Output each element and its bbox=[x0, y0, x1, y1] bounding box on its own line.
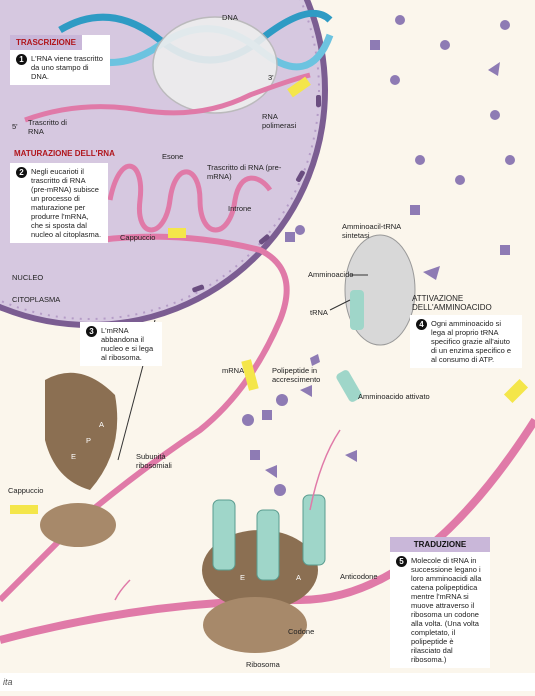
step3-text: L'mRNA abbandona il nucleo e si lega al … bbox=[101, 326, 156, 362]
step-number-2: 2 bbox=[16, 167, 27, 178]
label-site-p: P bbox=[86, 436, 91, 445]
attivazione-box: 4 Ogni amminoacido si lega al proprio tR… bbox=[410, 315, 522, 368]
label-aa-attivato: Amminoacido attivato bbox=[358, 392, 430, 401]
maturazione-box: 2 Negli eucarioti il trascritto di RNA (… bbox=[10, 163, 108, 243]
step-number-5: 5 bbox=[396, 556, 407, 567]
label-amminoacido: Amminoacido bbox=[308, 270, 353, 279]
trascrizione-box: TRASCRIZIONE 1 L'RNA viene trascritto da… bbox=[10, 35, 110, 85]
traduzione-title: TRADUZIONE bbox=[390, 537, 490, 552]
label-introne: Introne bbox=[228, 204, 251, 213]
traduzione-text: Molecole di tRNA in successione legano i… bbox=[411, 556, 484, 664]
label-trascritto: Trascritto di RNA bbox=[28, 118, 72, 136]
label-site-a2: A bbox=[296, 573, 301, 582]
label-trna: tRNA bbox=[310, 308, 328, 317]
label-esone: Esone bbox=[162, 152, 183, 161]
step3-box: 3 L'mRNA abbandona il nucleo e si lega a… bbox=[80, 322, 162, 366]
label-site-e2: E bbox=[240, 573, 245, 582]
cappuccio-tag-1 bbox=[168, 228, 186, 238]
step-number-3: 3 bbox=[86, 326, 97, 337]
label-ribosoma: Ribosoma bbox=[246, 660, 280, 669]
label-aa-trna-sintetasi: Amminoacil-tRNA sintetasi bbox=[342, 222, 404, 240]
attivazione-title: ATTIVAZIONE DELL'AMMINOACIDO bbox=[412, 294, 535, 312]
label-rna-polimerasi: RNA polimerasi bbox=[262, 112, 302, 130]
traduzione-box: TRADUZIONE 5 Molecole di tRNA in success… bbox=[390, 537, 490, 668]
label-cappuccio-2: Cappuccio bbox=[8, 486, 43, 495]
label-trascritto-pre: Trascritto di RNA (pre-mRNA) bbox=[207, 163, 283, 181]
label-five-prime: 5' bbox=[12, 122, 18, 131]
step-number-1: 1 bbox=[16, 54, 27, 65]
label-site-a: A bbox=[99, 420, 104, 429]
label-subunita: Subunità ribosomiali bbox=[136, 452, 186, 470]
trascrizione-text: L'RNA viene trascritto da uno stampo di … bbox=[31, 54, 104, 81]
label-site-e: E bbox=[71, 452, 76, 461]
label-three-prime: 3' bbox=[268, 73, 274, 82]
label-nucleo: NUCLEO bbox=[12, 273, 43, 282]
trascrizione-title: TRASCRIZIONE bbox=[10, 35, 82, 50]
label-dna: DNA bbox=[222, 13, 238, 22]
label-codone: Codone bbox=[288, 627, 314, 636]
figure-caption: ita bbox=[0, 673, 535, 691]
label-cappuccio-1: Cappuccio bbox=[120, 233, 155, 242]
step-number-4: 4 bbox=[416, 319, 427, 330]
label-anticodone: Anticodone bbox=[340, 572, 378, 581]
cappuccio-tag-2 bbox=[10, 505, 38, 514]
rna-polymerase bbox=[153, 17, 277, 113]
label-citoplasma: CITOPLASMA bbox=[12, 295, 60, 304]
maturazione-text: Negli eucarioti il trascritto di RNA (pr… bbox=[31, 167, 102, 239]
attivazione-text: Ogni amminoacido si lega al proprio tRNA… bbox=[431, 319, 516, 364]
label-mrna: mRNA bbox=[222, 366, 244, 375]
label-polipeptide: Polipeptide in accrescimento bbox=[272, 366, 328, 384]
trna-on-enzyme bbox=[350, 290, 364, 330]
maturazione-title: MATURAZIONE DELL'RNA bbox=[14, 149, 115, 158]
